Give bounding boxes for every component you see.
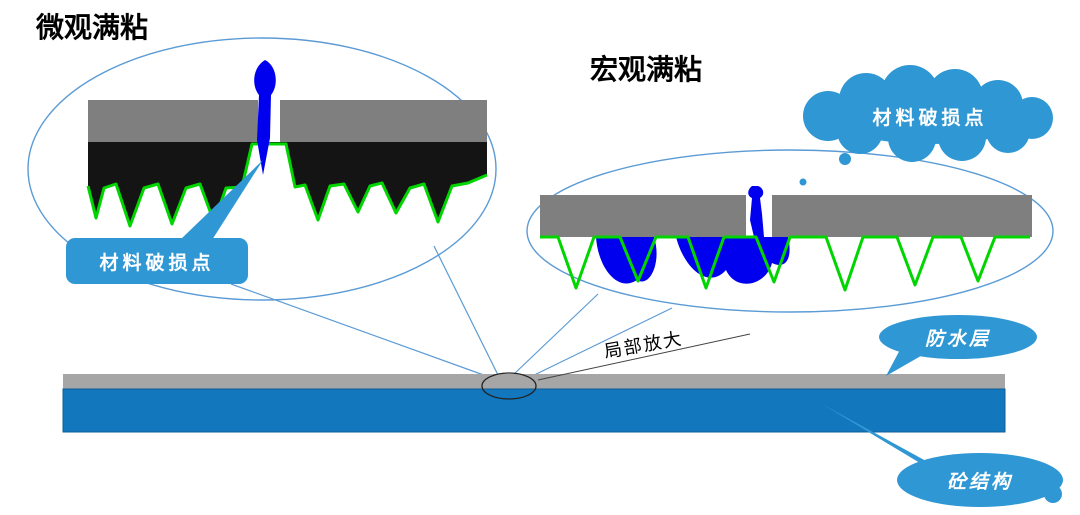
concrete-bubble-tail <box>822 404 948 473</box>
right-cloud-callout <box>799 65 1053 186</box>
title-macro-full-bond: 宏观满粘 <box>590 55 703 86</box>
left-leak-drip <box>254 60 276 175</box>
cloud-bump <box>938 113 986 161</box>
cloud-bump <box>986 109 1030 153</box>
concrete-bubble-bump <box>1044 485 1062 503</box>
waterproof-bubble <box>879 315 1037 359</box>
cloud-dot <box>799 178 807 186</box>
right-membrane-gray <box>540 195 746 237</box>
concrete-bubble <box>897 453 1063 507</box>
cloud-bump <box>837 108 883 154</box>
label-concrete-structure: 砼结构 <box>946 471 1013 493</box>
left-callout-box <box>66 238 248 284</box>
concrete-slab-bar <box>62 388 1006 433</box>
cloud-bump <box>927 69 983 125</box>
connector-line <box>523 307 673 381</box>
right-leak-drip <box>748 186 764 237</box>
right-green-bond-line <box>540 235 1030 292</box>
cloud-bump <box>888 114 936 162</box>
right-magnifier-ellipse <box>526 149 1054 313</box>
label-damage-point-left: 材料破损点 <box>99 252 215 274</box>
connector-line <box>230 283 493 379</box>
left-membrane-gray <box>280 100 487 142</box>
label-damage-point-right: 材料破损点 <box>872 107 988 129</box>
label-waterproof-layer: 防水层 <box>924 329 991 350</box>
title-micro-full-bond: 微观满粘 <box>36 13 149 44</box>
left-green-bond-line <box>86 142 488 228</box>
cloud-dot <box>839 153 851 165</box>
local-spot-circle <box>481 372 537 400</box>
left-magnifier-ellipse <box>27 37 497 301</box>
connector-line <box>433 245 499 376</box>
left-adhesive-black-layer <box>88 142 487 226</box>
right-membrane-gray <box>772 195 1032 237</box>
connector-line <box>512 293 599 376</box>
cloud-bump <box>881 65 939 123</box>
left-callout-pointer <box>180 160 263 240</box>
zoom-note-line <box>537 333 751 381</box>
left-membrane-gray <box>88 100 258 142</box>
